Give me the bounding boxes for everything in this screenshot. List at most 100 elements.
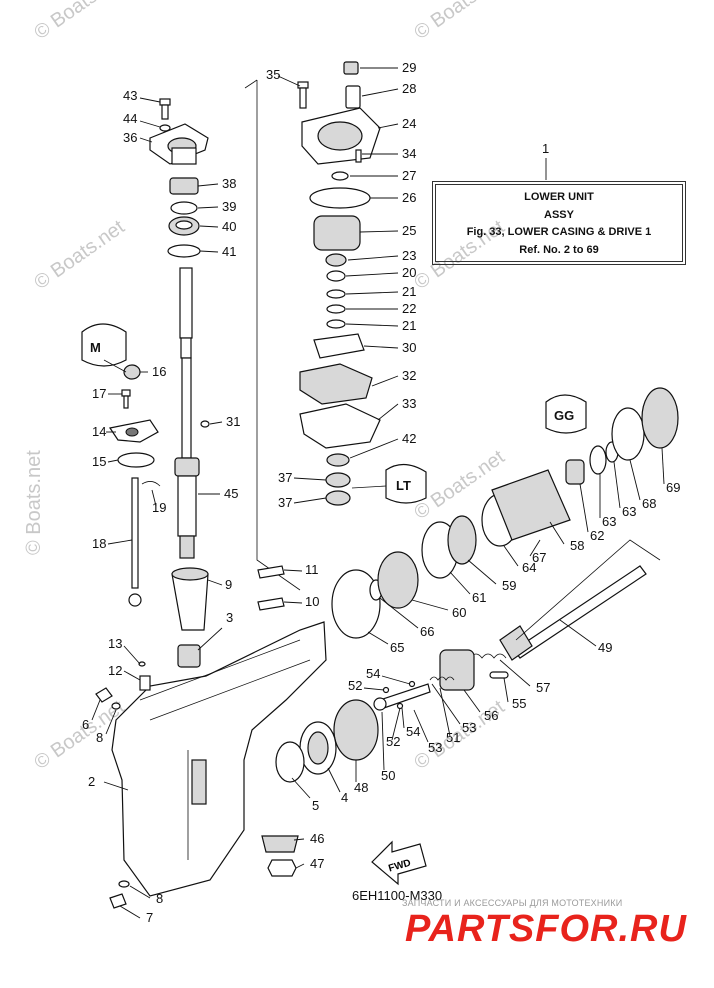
callout-number: 43: [123, 88, 137, 103]
callout-number: 41: [222, 244, 236, 259]
callout-number: 59: [502, 578, 516, 593]
callout-number: 62: [590, 528, 604, 543]
leader-lines: [91, 67, 665, 919]
leader-line: [463, 689, 481, 713]
title-line-1: LOWER UNIT: [524, 191, 594, 203]
leader-line: [293, 477, 327, 481]
callout-number: 60: [452, 605, 466, 620]
leader-line: [345, 291, 399, 295]
callout-number: 45: [224, 486, 238, 501]
leader-line: [151, 489, 157, 507]
leader-line: [381, 711, 385, 771]
callout-number: 37: [278, 470, 292, 485]
callout-number: 28: [402, 81, 416, 96]
callout-number: 11: [305, 562, 319, 577]
leader-line: [345, 272, 399, 277]
callout-number: 25: [402, 223, 416, 238]
callout-number: 21: [402, 318, 416, 333]
callout-number: 16: [152, 364, 166, 379]
leader-line: [345, 323, 399, 327]
callout-number: 9: [225, 577, 232, 592]
callout-number: 65: [390, 640, 404, 655]
forward-direction-arrow: [371, 840, 427, 886]
leader-line: [293, 497, 327, 504]
callout-number: 47: [310, 856, 324, 871]
callout-number: 8: [96, 730, 103, 745]
callout-number: 53: [428, 740, 442, 755]
leader-line: [283, 569, 303, 572]
watermark-text: © Boats.net: [30, 0, 129, 44]
callout-number: 54: [366, 666, 380, 681]
leader-line: [363, 687, 385, 691]
leader-line: [411, 599, 449, 611]
leader-line: [347, 255, 399, 261]
callout-number: 10: [305, 594, 319, 609]
callout-number: 32: [402, 368, 416, 383]
callout-number: 21: [402, 284, 416, 299]
leader-line: [349, 438, 399, 459]
leader-line: [139, 97, 161, 103]
callout-number: 37: [278, 495, 292, 510]
leader-line: [327, 767, 341, 793]
leader-line: [503, 545, 519, 567]
callout-number: 68: [642, 496, 656, 511]
drawing-code: 6EH1100-M330: [352, 888, 443, 903]
leader-line: [413, 709, 429, 743]
leader-line: [499, 659, 531, 687]
leader-line: [293, 838, 305, 841]
watermark-text: © Boats.net: [30, 216, 129, 294]
leader-line: [199, 225, 219, 228]
callout-number: 56: [484, 708, 498, 723]
callout-number: 31: [226, 414, 240, 429]
leader-line: [661, 447, 665, 485]
callout-number: 61: [472, 590, 486, 605]
leader-line: [379, 597, 419, 629]
callout-number: 36: [123, 130, 137, 145]
callout-number: 3: [226, 610, 233, 625]
leader-line: [123, 645, 141, 665]
leader-line: [103, 781, 129, 791]
callout-number: 33: [402, 396, 416, 411]
leader-line: [613, 461, 621, 509]
callout-number: 54: [406, 724, 420, 739]
callout-number: 1: [542, 141, 549, 156]
title-line-4: Ref. No. 2 to 69: [519, 243, 599, 256]
callout-number: 69: [666, 480, 680, 495]
leader-line: [119, 905, 141, 919]
assembly-title-box: LOWER UNIT ASSY Fig. 33, LOWER CASING & …: [432, 181, 686, 265]
leader-line: [503, 677, 509, 703]
sealant-symbol-m: M: [90, 340, 101, 355]
lower-casing-parts: [95, 621, 416, 909]
callout-number: 12: [108, 663, 122, 678]
callout-number: 24: [402, 116, 416, 131]
title-line-3: Fig. 33, LOWER CASING & DRIVE 1: [466, 226, 652, 239]
leader-line: [139, 137, 153, 143]
leader-line: [371, 375, 399, 387]
callout-number: 27: [402, 168, 416, 183]
callout-number: 48: [354, 780, 368, 795]
callout-number: 8: [156, 891, 163, 906]
callout-number: 7: [146, 910, 153, 925]
callout-number: 26: [402, 190, 416, 205]
callout-number: 29: [402, 60, 416, 75]
leader-line: [377, 123, 399, 129]
callout-number: 23: [402, 248, 416, 263]
leader-line: [91, 699, 101, 721]
shop-brand-logo: PARTSFOR.RU: [405, 908, 687, 950]
callout-number: 57: [536, 680, 550, 695]
callout-number: 39: [222, 199, 236, 214]
leader-line: [529, 539, 541, 557]
leader-line: [359, 230, 399, 233]
callout-number: 58: [570, 538, 584, 553]
callout-number: 52: [348, 678, 362, 693]
sealant-symbol-gg: GG: [554, 408, 574, 423]
sealant-symbol-lt: LT: [396, 478, 411, 493]
callout-number: 63: [622, 504, 636, 519]
leader-line: [559, 619, 597, 647]
leader-line: [197, 206, 219, 209]
leader-line: [107, 539, 133, 545]
leader-line: [467, 559, 497, 585]
callout-number: 50: [381, 768, 395, 783]
